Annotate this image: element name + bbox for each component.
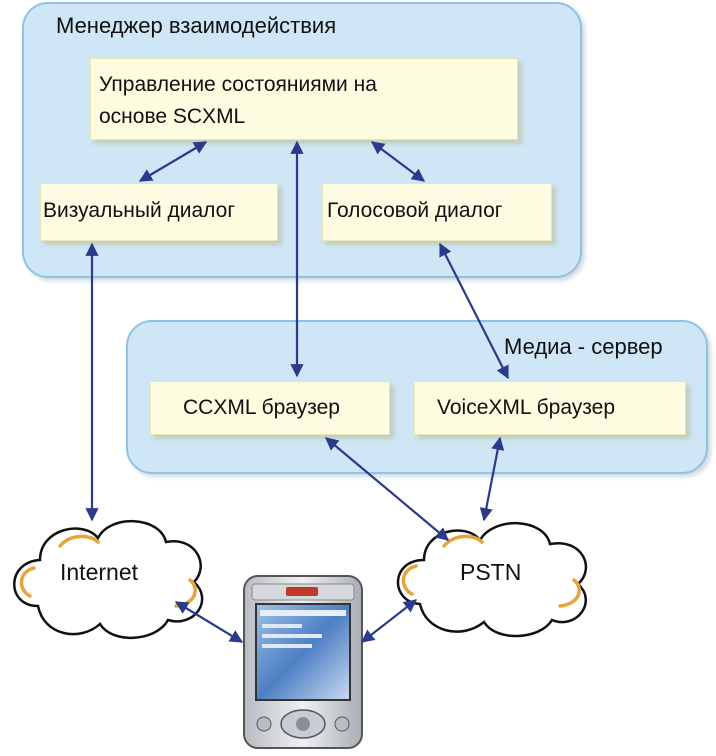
arrow-ccxml-pstn xyxy=(324,437,450,541)
visual-dialog-box: Визуальный диалог xyxy=(40,183,278,241)
ccxml-browser-box: CCXML браузер xyxy=(150,381,390,435)
arrow-voice-voicexml xyxy=(439,242,509,380)
voicexml-browser-box: VoiceXML браузер xyxy=(414,381,686,435)
arrow-internet-device xyxy=(174,601,244,643)
internet-label: Internet xyxy=(60,559,138,585)
interaction-manager-title: Менеджер взаимодействия xyxy=(56,13,337,38)
scxml-box-line2: основе SCXML xyxy=(99,105,246,128)
scxml-box-line1: Управление состояниями на xyxy=(99,73,377,96)
arrow-voicexml-pstn xyxy=(479,436,505,522)
voice-dialog-box: Голосовой диалог xyxy=(322,183,552,241)
scxml-state-control-box: Управление состояниями на основе SCXML xyxy=(90,58,518,140)
voicexml-browser-label: VoiceXML браузер xyxy=(437,396,616,419)
arrow-scxml-visual xyxy=(138,141,208,182)
arrow-scxml-voice xyxy=(370,141,426,182)
arrow-pstn-device xyxy=(360,599,418,643)
pstn-cloud-icon xyxy=(396,521,588,638)
visual-dialog-label: Визуальный диалог xyxy=(43,199,236,222)
ccxml-browser-label: CCXML браузер xyxy=(183,396,340,419)
internet-cloud-icon xyxy=(13,519,204,639)
pda-device-icon xyxy=(243,575,363,749)
voice-dialog-label: Голосовой диалог xyxy=(327,199,503,222)
pstn-label: PSTN xyxy=(460,559,522,585)
media-server-title: Медиа - сервер xyxy=(504,334,663,359)
